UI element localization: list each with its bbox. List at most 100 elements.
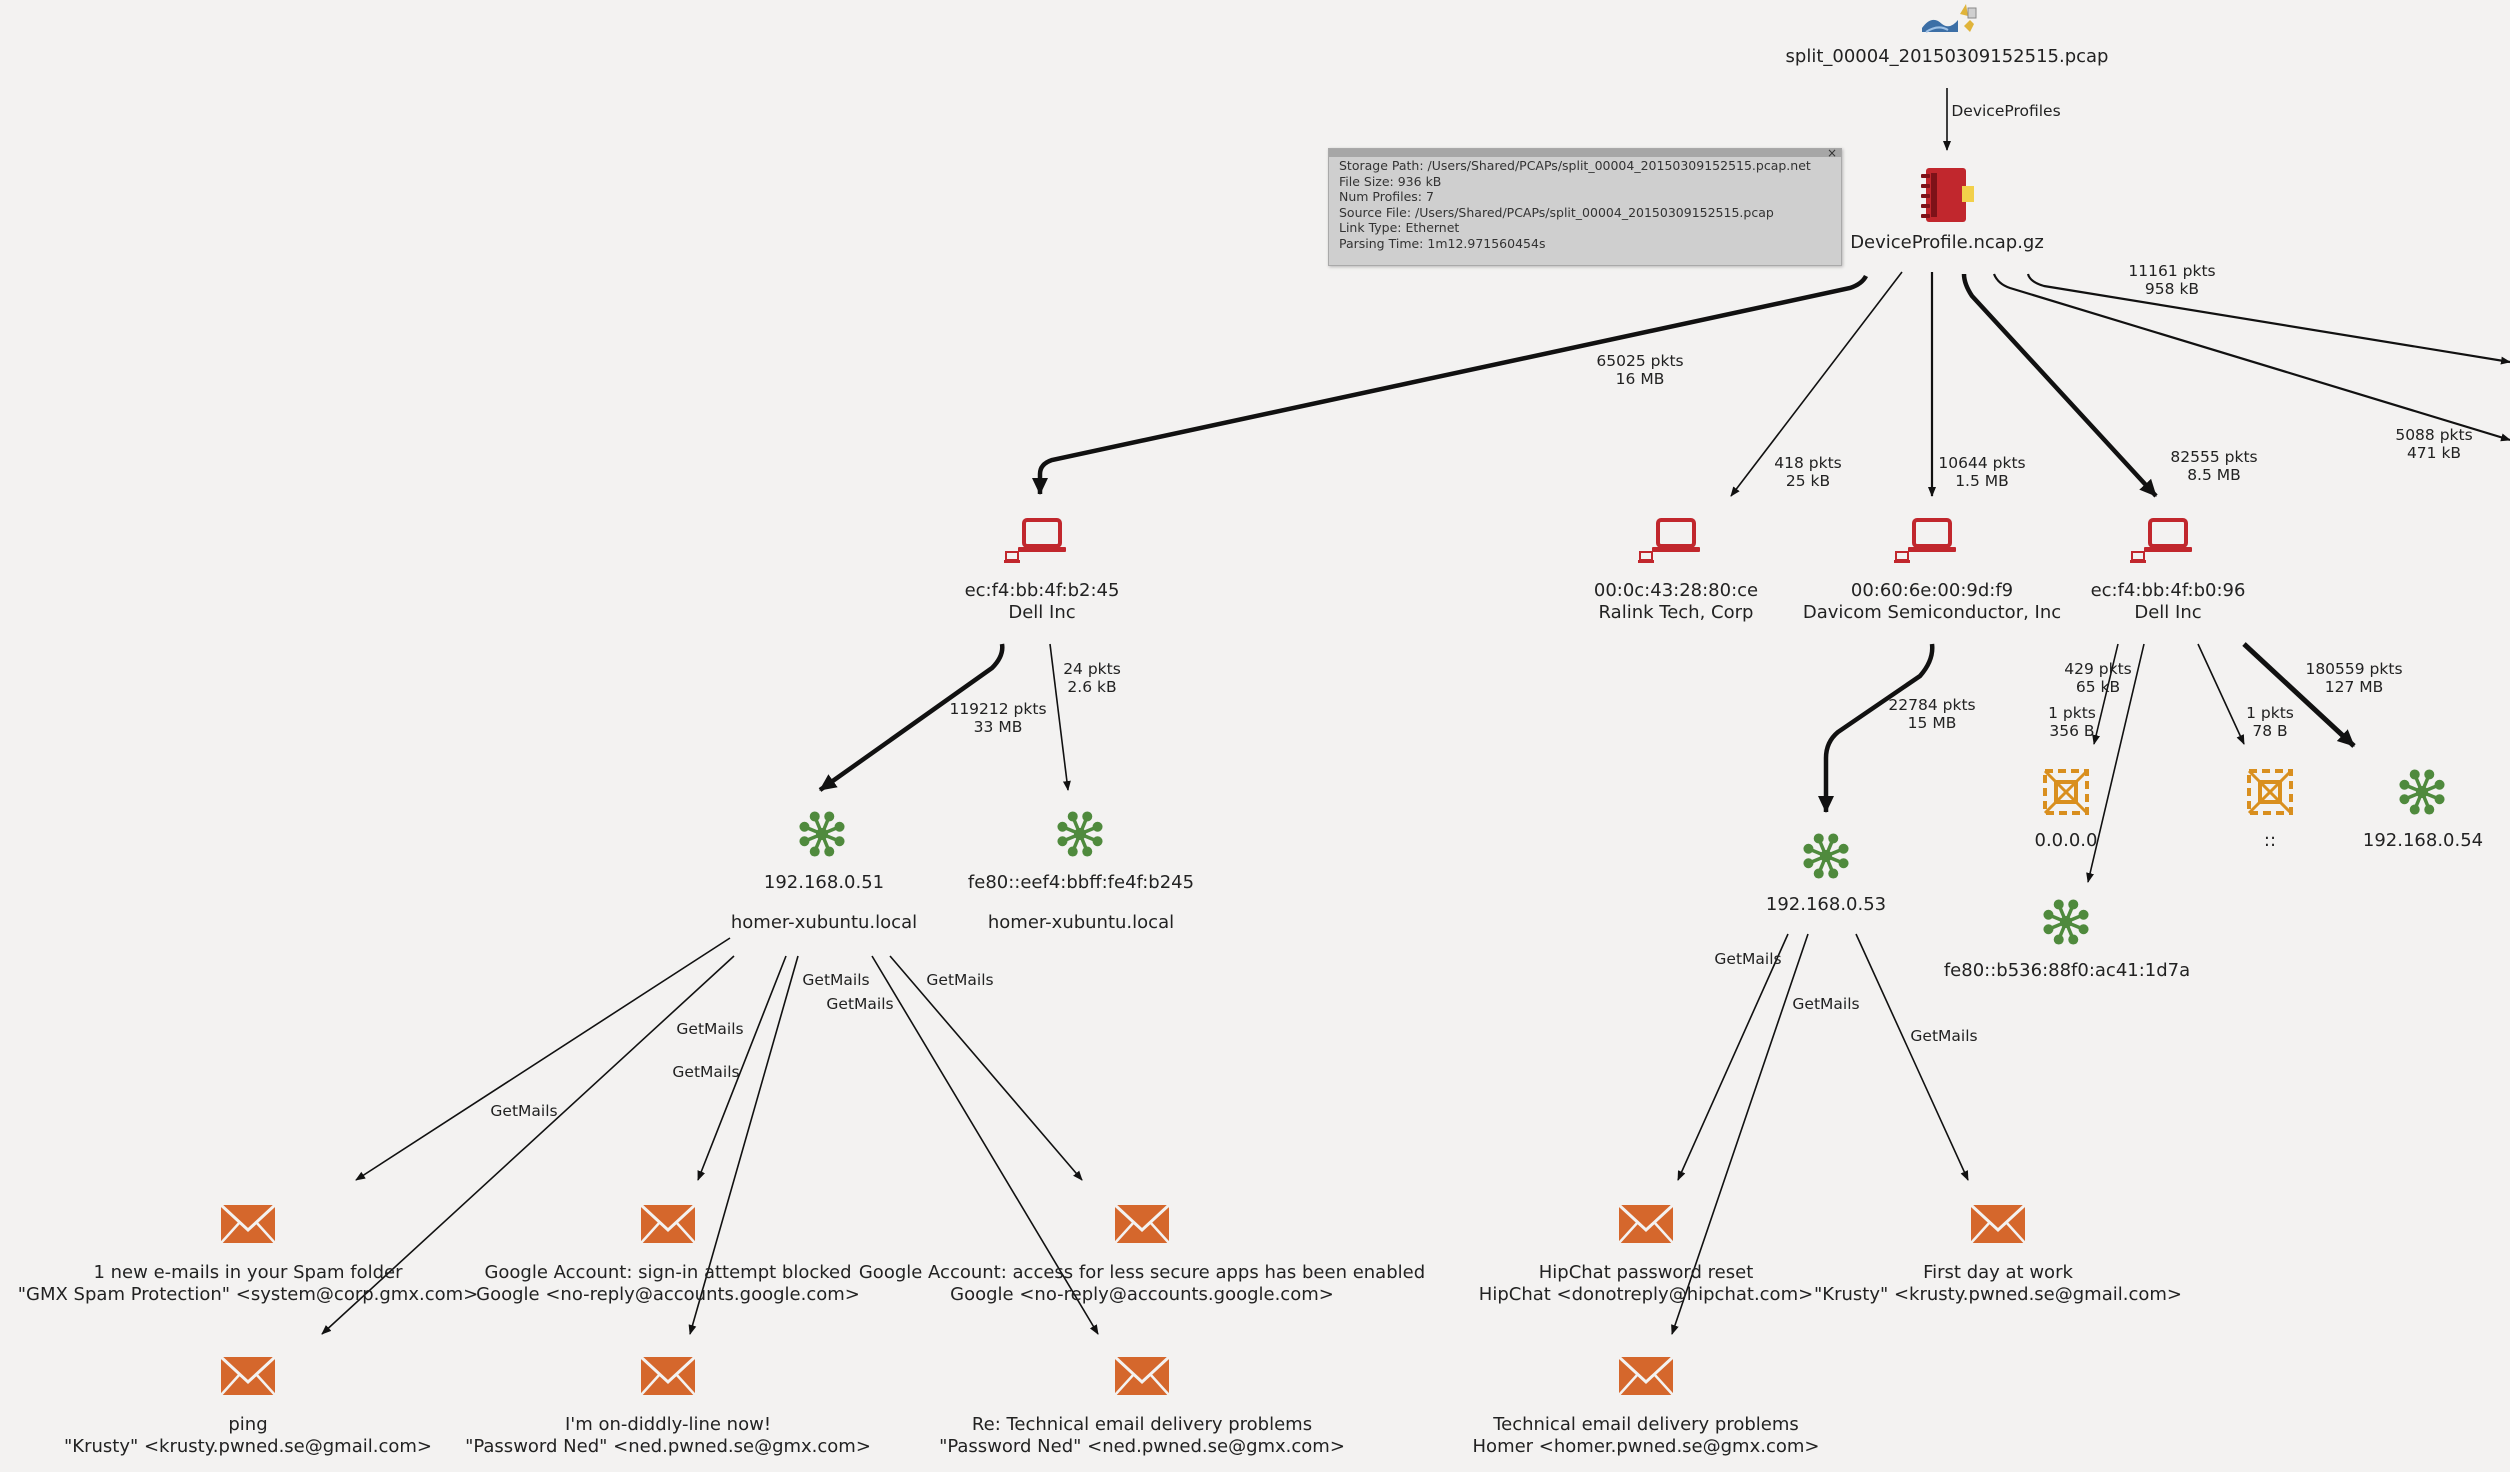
multicast-icon[interactable] [2247, 769, 2293, 815]
ip-label-mc1[interactable]: 0.0.0.0 [2034, 830, 2098, 851]
ip-label-ip4[interactable]: fe80::b536:88f0:ac41:1d7a [1943, 960, 2191, 981]
file-info-tooltip: × Storage Path: /Users/Shared/PCAPs/spli… [1328, 146, 1842, 266]
edge-arrow [2092, 643, 2119, 745]
getmails-label: GetMails [1910, 1027, 1978, 1045]
getmails-label: GetMails [490, 1102, 558, 1120]
laptop-icon[interactable] [2130, 518, 2192, 563]
ip-node-icon[interactable] [1057, 811, 1103, 857]
ip-hostname-ip1[interactable]: homer-xubuntu.local [730, 912, 918, 933]
edge-arrow [688, 955, 799, 1335]
edge-arrow [1855, 933, 1969, 1181]
edge-arrow [871, 955, 1099, 1335]
edge-arrow [2086, 643, 2145, 883]
edge-arrow [1818, 643, 1935, 813]
mail-label-m6[interactable]: Re: Technical email delivery problems"Pa… [939, 1414, 1345, 1457]
getmails-label: GetMails [802, 971, 870, 989]
tooltip-row: Num Profiles: 7 [1339, 189, 1434, 204]
ip-label-ip1[interactable]: 192.168.0.51 [763, 872, 885, 893]
ip-node-icon[interactable] [1803, 833, 1849, 879]
laptop-icon[interactable] [1638, 518, 1700, 563]
getmails-label: GetMails [1792, 995, 1860, 1013]
email-icon[interactable] [1617, 1203, 1675, 1244]
tooltip-row: Source File: /Users/Shared/PCAPs/split_0… [1339, 204, 1774, 220]
edge-arrow [1961, 273, 2158, 498]
laptop-icon[interactable] [1894, 518, 1956, 563]
getmails-label: GetMails [1714, 950, 1782, 968]
email-icon[interactable] [639, 1355, 697, 1396]
edge-arrow [1671, 933, 1809, 1335]
tooltip-close-button[interactable]: × [1826, 146, 1837, 160]
ip-label-ip2[interactable]: fe80::eef4:bbff:fe4f:b245 [967, 872, 1195, 893]
device-profile-label[interactable]: DeviceProfile.ncap.gz [1850, 232, 2044, 253]
tooltip-row: File Size: 936 kB [1339, 173, 1442, 189]
mail-label-m5[interactable]: I'm on-diddly-line now!"Password Ned" <n… [465, 1414, 871, 1457]
device-profile-icon[interactable] [1921, 168, 1974, 222]
tooltip-row: Link Type: Ethernet [1339, 220, 1460, 235]
mail-label-m4[interactable]: ping"Krusty" <krusty.pwned.se@gmail.com> [63, 1414, 433, 1457]
ip-node-icon[interactable] [2399, 769, 2445, 815]
getmails-label: GetMails [676, 1020, 744, 1038]
edge-arrow [1992, 273, 2510, 442]
ip-label-ip5[interactable]: 192.168.0.54 [2362, 830, 2484, 851]
getmails-label: GetMails [826, 995, 894, 1013]
email-icon[interactable] [1113, 1203, 1171, 1244]
mail-label-m8[interactable]: First day at work"Krusty" <krusty.pwned.… [1813, 1262, 2183, 1305]
email-icon[interactable] [219, 1203, 277, 1244]
edge-arrow [2197, 643, 2245, 745]
edge-arrow [1730, 271, 1903, 497]
email-icon[interactable] [1617, 1355, 1675, 1396]
getmails-label: GetMails [926, 971, 994, 989]
mail-label-m1[interactable]: 1 new e-mails in your Spam folder"GMX Sp… [17, 1262, 479, 1305]
pcap-file-icon[interactable] [1922, 4, 1977, 33]
edge-arrow [697, 955, 787, 1181]
edge-arrow [1049, 643, 1071, 791]
mail-label-m3[interactable]: Google Account: access for less secure a… [858, 1262, 1426, 1305]
edge-arrow [355, 937, 731, 1181]
email-icon[interactable] [639, 1203, 697, 1244]
ip-node-icon[interactable] [2043, 899, 2089, 945]
edge-arrow [818, 643, 1005, 792]
tooltip-row: Parsing Time: 1m12.971560454s [1339, 235, 1546, 251]
edge-arrow [1677, 933, 1789, 1181]
ip-label-ip3[interactable]: 192.168.0.53 [1765, 894, 1887, 915]
getmails-label: GetMails [672, 1063, 740, 1081]
edge-arrow [1032, 274, 1869, 495]
laptop-icon[interactable] [1004, 518, 1066, 563]
edge-arrow [2026, 273, 2510, 365]
email-icon[interactable] [1969, 1203, 2027, 1244]
multicast-icon[interactable] [2043, 769, 2089, 815]
edge-arrow [889, 955, 1083, 1181]
ip-node-icon[interactable] [799, 811, 845, 857]
root-pcap-label[interactable]: split_00004_20150309152515.pcap [1785, 46, 2109, 67]
edge-arrow [2242, 642, 2356, 748]
ip-label-mc2[interactable]: :: [2263, 830, 2277, 851]
tooltip-titlebar [1329, 149, 1841, 157]
tooltip-row: Storage Path: /Users/Shared/PCAPs/split_… [1339, 158, 1811, 173]
email-icon[interactable] [1113, 1355, 1171, 1396]
edge-arrow [321, 955, 735, 1335]
ip-hostname-ip2[interactable]: homer-xubuntu.local [987, 912, 1175, 933]
email-icon[interactable] [219, 1355, 277, 1396]
root-edge-label: DeviceProfiles [1951, 102, 2061, 120]
